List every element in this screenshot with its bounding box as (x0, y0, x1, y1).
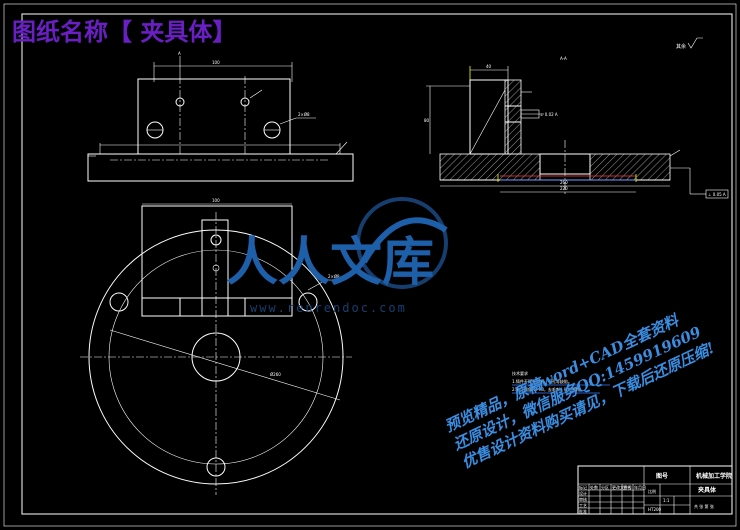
tb-drawing-label: 图号 (656, 472, 668, 480)
tb-rev-h0: 标记 (579, 484, 587, 490)
side-dim-base: 260 (560, 180, 568, 185)
tb-part-name: 夹具体 (698, 486, 717, 494)
side-dim-top: 40 (486, 64, 492, 69)
tech-req-line-2: 2.未注圆角R2-R3，去毛刺、锐边倒钝。 (512, 386, 584, 392)
dim-top-width: 100 (212, 60, 220, 65)
front-view: 100 A 2×Ø8 (87, 51, 354, 182)
drawing-frame-inner (21, 13, 733, 515)
tb-scale-label: 比例 (648, 488, 656, 494)
watermark-url: www.renrendoc.com (250, 301, 407, 315)
side-tolerance-frame-2 (705, 189, 729, 199)
front-hole-callout: 2×Ø8 (298, 112, 310, 117)
tb-rev-h3: 更改文件号 (612, 484, 632, 490)
tech-req-line-1: 1.铸件不得有砂眼、气孔等缺陷。 (512, 378, 572, 384)
tb-rev-h4: 签名 (623, 484, 631, 490)
tb-scale-value: 1:1 (663, 498, 670, 503)
tb-sheet: 共 张 第 张 (694, 503, 714, 509)
tb-company: 机械加工学院 (696, 472, 732, 480)
tb-role-design: 设计 (579, 490, 587, 496)
promo-line-2: 还原设计，微信服务QQ:1459919609 (450, 323, 705, 455)
title-block: 图号 机械加工学院 夹具体 比例 1:1 HT200 共 张 第 张 标记 处数… (577, 465, 733, 515)
side-dim-bottom: 220 (560, 186, 568, 191)
top-view-slot (201, 219, 229, 317)
tb-material: HT200 (648, 507, 662, 512)
side-upright (469, 79, 509, 155)
drawing-title-banner: 图纸名称【 夹具体】 (12, 17, 236, 46)
tb-role-process: 工艺 (579, 503, 587, 508)
tech-requirements: 技术要求 1.铸件不得有砂眼、气孔等缺陷。 2.未注圆角R2-R3，去毛刺、锐边… (512, 370, 610, 394)
side-section-view: A-A 40 80 ⊥ 0.02 A 260 220 (424, 56, 729, 199)
section-letter-left: A (178, 51, 181, 56)
tb-rev-h1: 处数 (590, 484, 598, 490)
dim-upper-block: 100 (212, 198, 220, 203)
top-hole-callout: 2×Ø8 (328, 274, 340, 279)
side-upright-hatched (504, 79, 522, 155)
front-hole-small-2 (240, 97, 250, 107)
tech-req-title: 技术要求 (512, 370, 528, 376)
drawing-frame-outer (3, 3, 737, 527)
tb-role-review: 审核 (579, 496, 587, 502)
watermark-promo: 预览精品，原稿word+CAD全套资料 还原设计，微信服务QQ:14599196… (442, 311, 717, 472)
tb-role-approve: 批准 (579, 508, 587, 514)
side-tolerance-2: ⊥ 0.05 A (708, 192, 726, 197)
front-base-plate (87, 153, 354, 182)
tb-rev-h2: 分区 (601, 484, 609, 490)
roughness-note: 其余 (676, 43, 686, 50)
dim-flange-diameter: Ø260 (270, 372, 281, 377)
side-dim-height: 80 (424, 118, 430, 123)
watermark-logo: 人人文库 www.renrendoc.com (226, 197, 448, 315)
front-hole-small-1 (175, 97, 185, 107)
section-label: A-A (560, 56, 567, 61)
tb-rev-h5: 年月日 (634, 484, 646, 490)
bolt-hole-right (298, 292, 318, 312)
roughness-symbol (687, 37, 703, 49)
watermark-logo-text: 人人文库 (226, 232, 434, 293)
top-view: 100 Ø260 2×Ø8 (80, 198, 352, 495)
front-upright-block (137, 78, 291, 155)
bolt-hole-left (109, 292, 129, 312)
side-tolerance-1: ⊥ 0.02 A (540, 112, 558, 117)
